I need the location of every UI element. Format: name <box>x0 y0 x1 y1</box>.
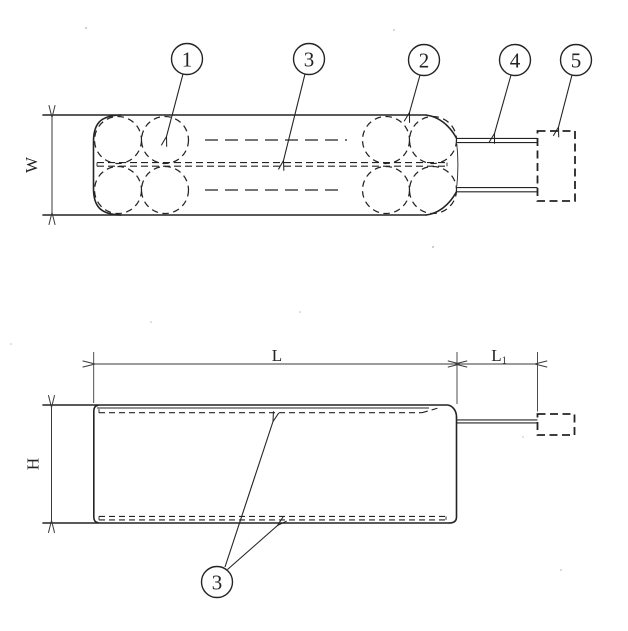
cell-circle <box>408 165 458 215</box>
dimension-height: H <box>24 394 56 534</box>
balloon-3-top: 3 <box>284 42 326 161</box>
balloon-leader <box>495 74 512 134</box>
dimension-length: L <box>82 346 468 404</box>
pack-taper-top <box>425 114 458 139</box>
balloon-leader <box>284 73 306 161</box>
dim-label-l1: L1 <box>491 346 506 367</box>
balloon-label: 1 <box>182 48 193 72</box>
hidden-lines-side <box>98 406 447 521</box>
balloon-circle <box>292 42 326 76</box>
cell-circle <box>408 115 458 165</box>
balloon-4: 4 <box>495 43 532 134</box>
hidden-lines <box>96 139 448 191</box>
balloon-leader <box>410 74 421 113</box>
side-top-dashed-step <box>421 406 441 414</box>
cell-circle <box>140 115 190 165</box>
lead-wires-plan <box>457 137 538 193</box>
balloon-label: 2 <box>419 49 430 73</box>
side-top-edge <box>42 404 458 418</box>
balloon-leader <box>227 526 278 570</box>
scan-noise <box>10 27 562 571</box>
cell-circle <box>93 165 143 215</box>
pack-left-cap <box>92 114 122 216</box>
side-view: H L L1 3 <box>24 346 576 599</box>
pack-taper-bottom <box>425 191 458 216</box>
pack-right-end-cap <box>456 143 459 187</box>
balloon-circle <box>200 565 234 599</box>
balloon-3-bottom: 3 <box>200 422 278 599</box>
cell-circle <box>140 165 190 215</box>
balloon-label: 3 <box>212 571 223 595</box>
dimension-width: W <box>22 104 56 226</box>
cell-circle <box>93 115 143 165</box>
balloon-label: 3 <box>304 48 315 72</box>
side-right-edge <box>448 416 458 524</box>
dim-label-l1-base: L <box>491 346 501 365</box>
balloon-label: 5 <box>571 49 582 73</box>
balloon-5: 5 <box>559 43 593 128</box>
lead-wire-side <box>456 419 538 424</box>
cell-circle <box>361 165 411 215</box>
balloon-circle <box>407 43 441 77</box>
side-left-edge <box>93 404 99 524</box>
balloon-circle <box>559 43 593 77</box>
pack-outline-side <box>42 404 458 524</box>
dimension-lead-length: L1 <box>447 346 548 412</box>
balloon-2: 2 <box>407 43 441 113</box>
balloon-circle <box>170 42 204 76</box>
balloon-leader <box>224 422 273 568</box>
balloon-label: 4 <box>510 49 521 73</box>
dim-label-l: L <box>272 346 282 365</box>
cell-group <box>93 115 458 215</box>
connector-outline-plan <box>536 130 576 202</box>
cell-circle <box>361 115 411 165</box>
dim-label-w: W <box>22 156 41 173</box>
pack-outline <box>42 114 459 216</box>
dim-label-h: H <box>24 458 43 470</box>
balloon-circle <box>498 43 532 77</box>
connector-outline-side <box>536 413 576 436</box>
balloon-1: 1 <box>167 42 204 137</box>
balloon-leader <box>167 73 184 137</box>
dim-label-l1-sub: 1 <box>502 356 507 367</box>
top-view: W 1 3 2 4 5 <box>22 42 593 226</box>
balloon-leader <box>559 74 573 127</box>
